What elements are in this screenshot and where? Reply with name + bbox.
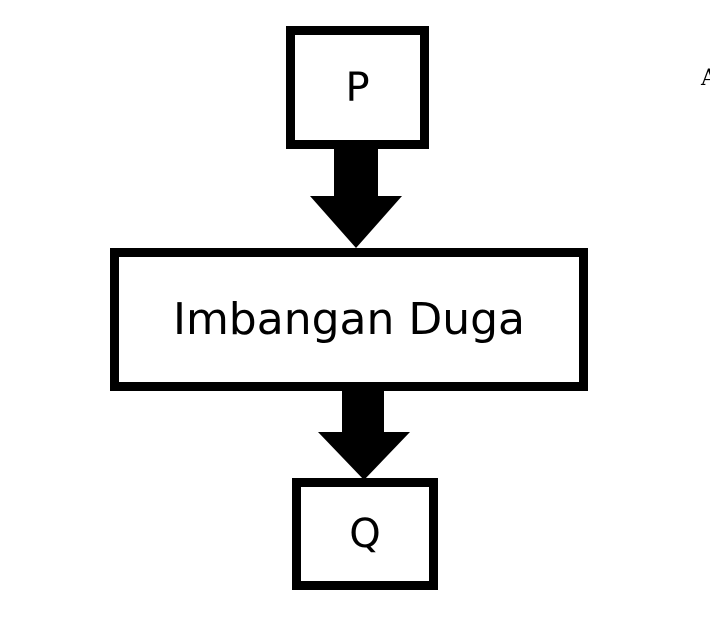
arrow-p-to-process-shape [310,148,402,248]
node-p: P [286,26,429,149]
node-p-label: P [345,64,370,111]
node-q-label: Q [349,511,381,557]
node-q: Q [292,478,438,590]
node-process: Imbangan Duga [110,248,588,391]
node-process-label: Imbangan Duga [172,293,526,345]
arrow-process-to-q-shape [318,390,410,480]
cropped-edge-letter: A [701,66,710,91]
arrow-p-to-process [310,148,402,248]
arrow-process-to-q [318,390,410,480]
